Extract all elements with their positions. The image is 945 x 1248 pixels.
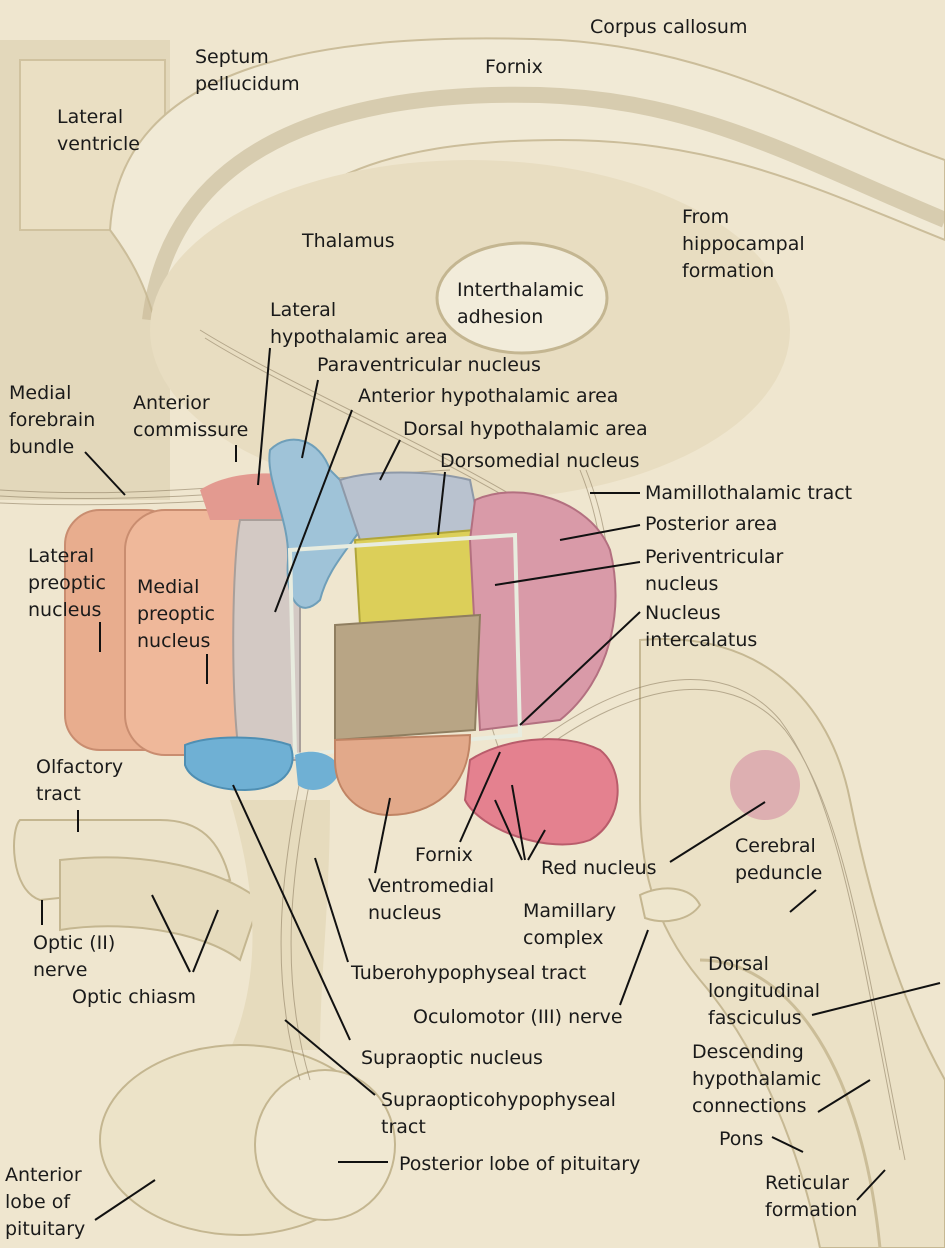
dorsal-hypothalamic-shape — [338, 471, 482, 542]
label-lateral-preoptic-nucleus: Lateral preoptic nucleus — [28, 545, 107, 621]
label-nucleus-intercalatus: Nucleus intercalatus — [645, 602, 758, 651]
label-fornix-bottom: Fornix — [415, 844, 473, 866]
label-interthalamic-adhesion: Interthalamic adhesion — [457, 279, 584, 328]
label-dorsal-hypothalamic-area: Dorsal hypothalamic area — [403, 418, 648, 440]
label-optic-nerve: Optic (II) nerve — [33, 932, 116, 981]
label-from-hippocampal: From hippocampal formation — [682, 206, 805, 282]
tuberal-shape — [334, 733, 472, 817]
label-ventromedial-nucleus: Ventromedial nucleus — [368, 875, 495, 924]
label-anterior-commissure: Anterior commissure — [133, 392, 249, 441]
interthalamic-adhesion — [435, 241, 609, 355]
label-oculomotor-nerve: Oculomotor (III) nerve — [413, 1006, 623, 1028]
red-nucleus-shape — [730, 750, 800, 820]
fornix-arch — [142, 86, 945, 321]
periventricular-outline — [287, 532, 523, 758]
label-cerebral-peduncle: Cerebral peduncle — [735, 835, 823, 884]
label-corpus-callosum: Corpus callosum — [590, 16, 748, 38]
label-olfactory-tract: Olfactory tract — [36, 756, 124, 805]
ventromedial-shape — [334, 613, 482, 742]
label-tuberohypophyseal-tract: Tuberohypophyseal tract — [351, 962, 587, 984]
label-lateral-ventricle: Lateral ventricle — [57, 106, 140, 155]
label-supraoptic-nucleus: Supraoptic nucleus — [361, 1047, 543, 1069]
label-dorsal-longitudinal-fasciculus: Dorsal longitudinal fasciculus — [708, 953, 821, 1029]
label-medial-forebrain-bundle: Medial forebrain bundle — [9, 382, 96, 458]
label-mamillary-complex: Mamillary complex — [523, 900, 617, 949]
leader-lines — [41, 347, 941, 1221]
label-anterior-lobe-of-pituitary: Anterior lobe of pituitary — [5, 1164, 86, 1240]
label-mamillothalamic-tract: Mamillothalamic tract — [645, 482, 853, 504]
pituitary-stalk — [230, 800, 330, 1050]
label-dorsomedial-nucleus: Dorsomedial nucleus — [440, 450, 640, 472]
pons-curve — [699, 958, 882, 1248]
brainstem — [639, 638, 945, 1248]
label-optic-chiasm: Optic chiasm — [72, 986, 197, 1008]
label-anterior-hypothalamic-area: Anterior hypothalamic area — [358, 385, 619, 407]
optic-chiasm-shape — [59, 856, 262, 962]
label-pons: Pons — [719, 1128, 764, 1150]
label-descending-hypothalamic-connections: Descending hypothalamic connections — [692, 1041, 822, 1117]
label-fornix-top: Fornix — [485, 56, 543, 78]
posterior-lobe-shape — [254, 1069, 396, 1221]
label-paraventricular-nucleus: Paraventricular nucleus — [317, 354, 541, 376]
label-medial-preoptic-nucleus: Medial preoptic nucleus — [137, 576, 216, 652]
oculomotor-stub — [638, 887, 702, 923]
label-supraopticohypophyseal-tract: Supraopticohypophyseal tract — [381, 1089, 616, 1138]
label-posterior-area: Posterior area — [645, 513, 778, 535]
label-posterior-lobe-of-pituitary: Posterior lobe of pituitary — [399, 1153, 641, 1175]
label-reticular-formation: Reticular formation — [765, 1172, 858, 1221]
label-septum-pellucidum: Septum pellucidum — [195, 46, 300, 95]
paraventricular-shape — [268, 438, 372, 609]
supraoptic-shape-2 — [295, 751, 340, 790]
label-periventricular-nucleus: Periventricular nucleus — [645, 546, 784, 595]
label-lateral-hypothalamic-area: Lateral hypothalamic area — [270, 299, 448, 348]
label-thalamus: Thalamus — [302, 230, 395, 252]
supraoptic-shape — [184, 736, 294, 792]
label-red-nucleus: Red nucleus — [541, 857, 657, 879]
